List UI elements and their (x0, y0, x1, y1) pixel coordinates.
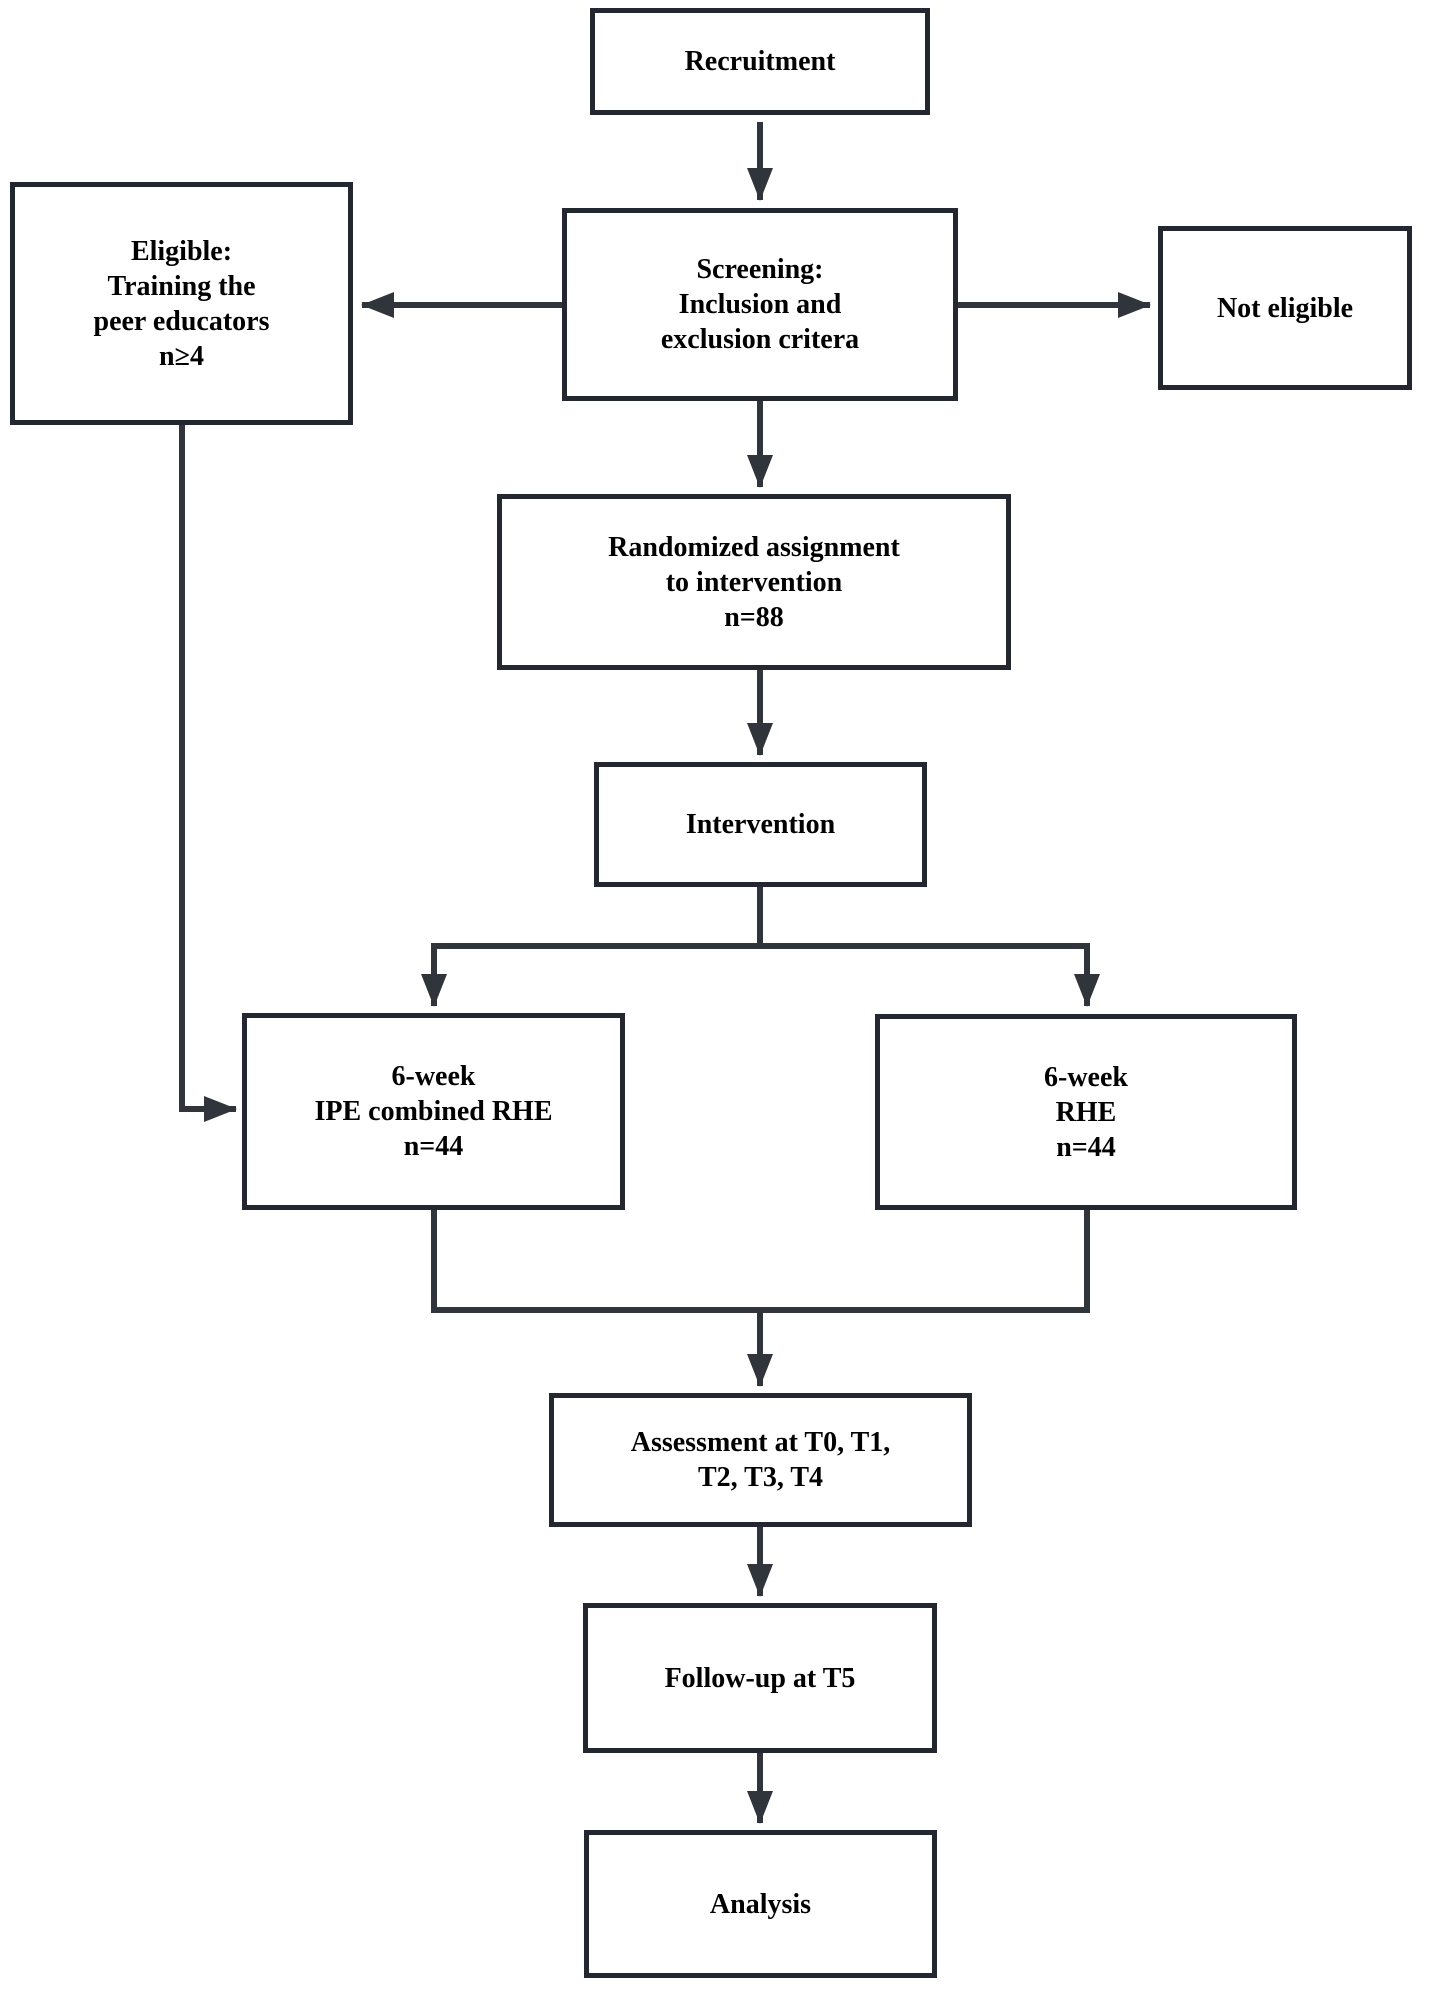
node-analysis: Analysis (584, 1830, 937, 1978)
node-eligible: Eligible: Training the peer educators n≥… (10, 182, 353, 425)
edge-intervention-branch (431, 887, 1090, 949)
node-recruitment: Recruitment (590, 8, 930, 115)
edge-eligible-drop (179, 425, 235, 1112)
node-assessment: Assessment at T0, T1, T2, T3, T4 (549, 1393, 972, 1527)
node-randomized: Randomized assignment to intervention n=… (497, 494, 1011, 670)
edge-merge-bar (431, 1210, 1090, 1320)
node-screening: Screening: Inclusion and exclusion crite… (562, 208, 958, 401)
node-followup: Follow-up at T5 (583, 1603, 937, 1753)
node-not-eligible: Not eligible (1158, 226, 1412, 390)
node-ipe-combined-rhe: 6-week IPE combined RHE n=44 (242, 1013, 625, 1210)
node-rhe: 6-week RHE n=44 (875, 1014, 1297, 1210)
node-intervention: Intervention (594, 762, 927, 887)
